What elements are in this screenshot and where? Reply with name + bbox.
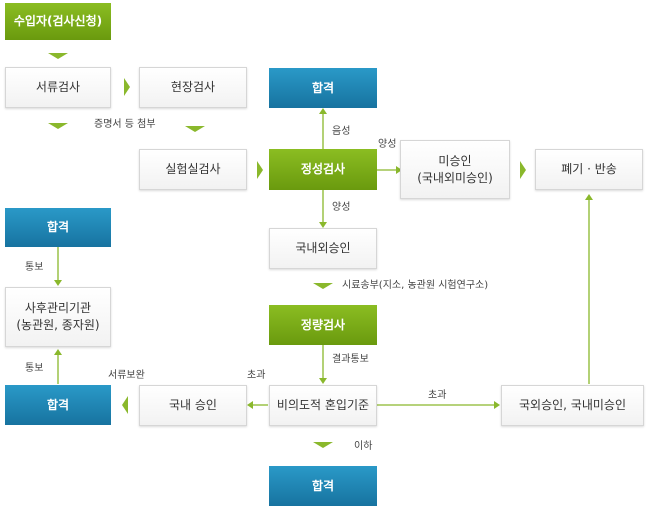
threshold-box: 비의도적 혼입기준 [269,385,377,426]
exceed-right-label: 초과 [428,390,447,401]
quantitative-inspection-label: 정량검사 [300,317,346,332]
quantitative-inspection-box: 정량검사 [269,305,377,345]
qualitative-inspection-box: 정성검사 [269,149,377,190]
below-label: 이하 [354,441,373,452]
arrowhead-down-threshold [319,378,327,384]
positive-right-label: 양성 [378,139,397,150]
result-notify-label: 결과통보 [332,354,369,365]
exceed-left-label: 초과 [247,370,266,381]
pass-left-box: 합격 [5,208,111,247]
foreign-approved-label: 국외승인, 국내미승인 [519,398,626,412]
arrow-document-down [48,123,68,129]
arrow-domestic-to-pass [122,396,128,414]
foreign-approved-box: 국외승인, 국내미승인 [501,385,644,426]
importer-label: 수입자(검사신청) [13,14,103,28]
disposal-label: 폐기 · 반송 [561,162,617,176]
pass-top-box: 합격 [269,68,377,108]
arrowhead-right-unapproved [396,166,402,174]
arrowhead-left-domestic [247,401,253,409]
qualitative-inspection-label: 정성검사 [300,162,346,176]
arrowhead-down-post-management [54,280,62,286]
unapproved-box: 미승인 (국내외미승인) [400,140,510,199]
pass-bottom-left-box: 합격 [5,385,111,425]
arrowhead-up-disposal [585,194,593,200]
arrow-unapproved-to-disposal [520,161,526,179]
disposal-box: 폐기 · 반송 [535,149,643,190]
arrowhead-up-pass-top [319,108,327,114]
post-management-label: 사후관리기관 (농관원, 종자원) [16,301,100,332]
threshold-label: 비의도적 혼입기준 [276,398,370,412]
lab-inspection-box: 실험실검사 [139,149,247,190]
arrow-lab-to-qualitative [257,161,263,179]
notify-top-label: 통보 [25,262,44,273]
field-inspection-box: 현장검사 [139,67,247,108]
domestic-foreign-approved-label: 국내외승인 [295,241,351,255]
arrow-document-to-field [124,78,130,96]
lab-inspection-label: 실험실검사 [165,162,221,176]
certificate-label: 증명서 등 첨부 [94,119,156,130]
document-inspection-label: 서류검사 [35,80,81,94]
domestic-approved-box: 국내 승인 [139,385,247,426]
arrow-field-down [185,126,205,132]
arrow-importer-to-document [48,53,68,59]
arrowhead-up-post-management [54,349,62,355]
pass-bottom-label: 합격 [311,478,335,493]
arrow-approved-to-quantitative [313,283,333,289]
arrow-threshold-to-pass [313,442,333,448]
negative-label: 음성 [332,126,351,137]
pass-bottom-box: 합격 [269,466,377,506]
sample-send-label: 시료송부(지소, 농관원 시험연구소) [342,280,489,291]
arrowhead-down-approved [319,222,327,228]
notify-bottom-label: 통보 [25,363,44,374]
doc-supplement-label: 서류보완 [108,370,145,381]
unapproved-label: 미승인 (국내외미승인) [417,153,493,185]
pass-left-label: 합격 [46,220,70,234]
field-inspection-label: 현장검사 [170,80,216,94]
domestic-approved-label: 국내 승인 [169,398,217,412]
document-inspection-box: 서류검사 [5,67,111,108]
arrowhead-right-foreign [494,401,500,409]
pass-top-label: 합격 [311,80,335,95]
domestic-foreign-approved-box: 국내외승인 [269,228,377,269]
pass-bottom-left-label: 합격 [46,397,70,412]
importer-box: 수입자(검사신청) [5,3,111,40]
post-management-box: 사후관리기관 (농관원, 종자원) [5,287,111,347]
positive-down-label: 양성 [332,202,351,213]
